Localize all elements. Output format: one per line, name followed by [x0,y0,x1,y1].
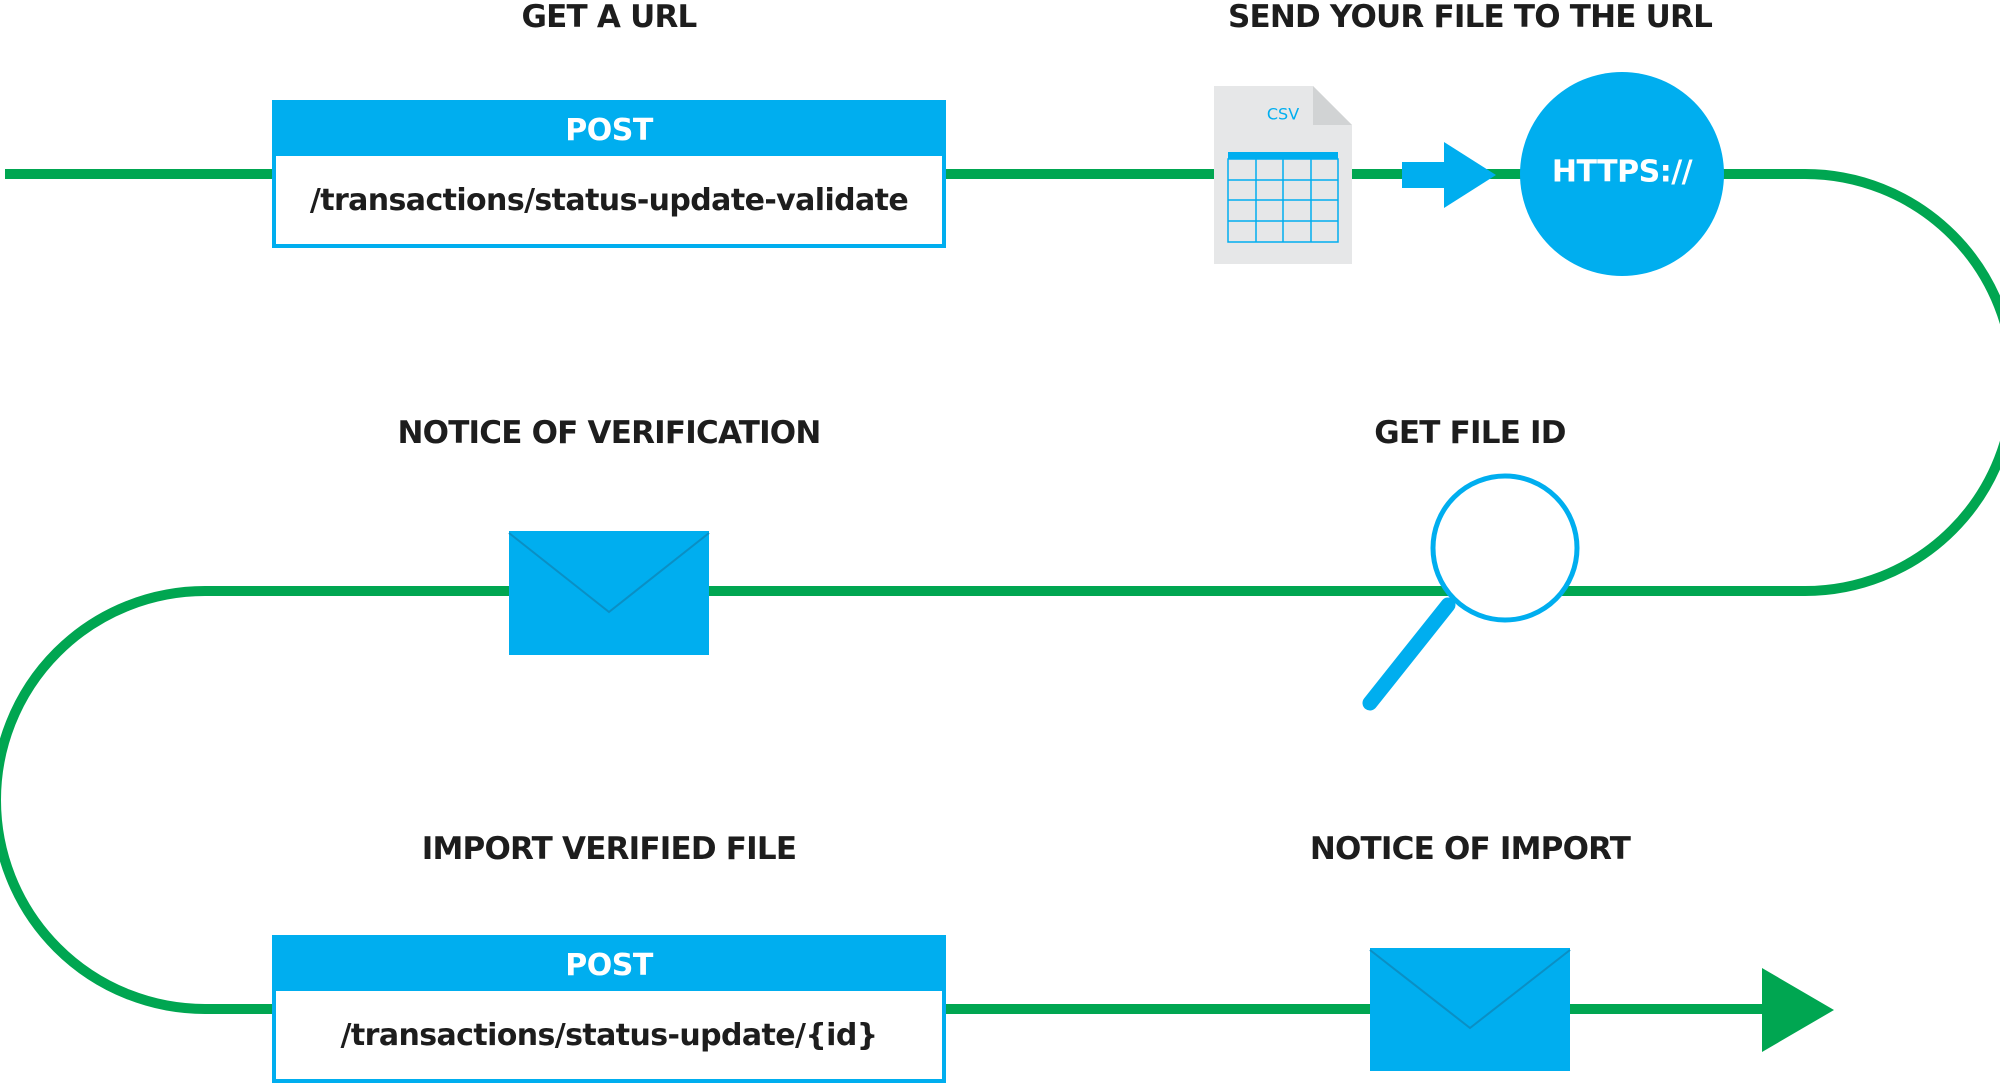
envelope-icon [1369,948,1571,1071]
csv-file-icon [1214,86,1352,264]
csv-label: CSV [1266,104,1300,124]
step-label-notice-verification: NOTICE OF VERIFICATION [397,415,821,451]
step-label-import-verified: IMPORT VERIFIED FILE [421,831,797,867]
request-method: POST [276,104,942,156]
request-path: /transactions/status-update-validate [309,182,909,218]
step-label-get-file-id: GET FILE ID [1374,415,1566,451]
flow-path [0,169,2000,1014]
https-label: HTTPS:// [1551,154,1693,190]
envelope-icon [508,531,710,655]
arrow-right-icon [1402,142,1496,208]
request-path: /transactions/status-update/{id} [340,1017,879,1053]
request-box-validate: POST /transactions/status-update-validat… [272,100,946,248]
magnifier-icon [1362,473,1580,711]
request-method: POST [276,939,942,991]
step-label-notice-import: NOTICE OF IMPORT [1309,831,1631,867]
step-label-get-url: GET A URL [521,0,698,35]
end-arrow-icon [1762,968,1834,1052]
https-circle [1520,72,1724,276]
request-box-import: POST /transactions/status-update/{id} [272,935,946,1083]
step-label-send-file: SEND YOUR FILE TO THE URL [1227,0,1713,35]
